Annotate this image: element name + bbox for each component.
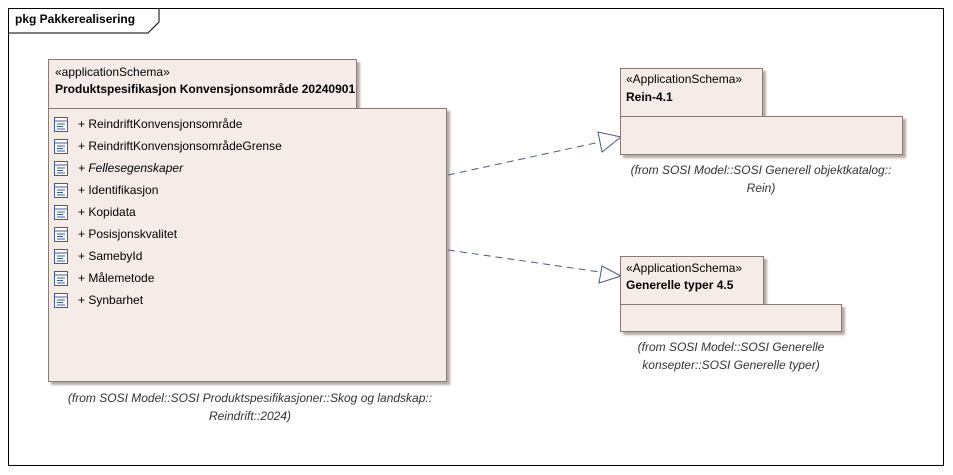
list-item[interactable]: + Målemetode bbox=[54, 267, 282, 289]
generelle-package-name: Generelle typer 4.5 bbox=[626, 278, 734, 292]
main-package-element-list: + ReindriftKonvensjonsområde + Reindrift… bbox=[54, 113, 282, 311]
class-element-icon bbox=[54, 204, 68, 220]
list-item[interactable]: + ReindriftKonvensjonsområdeGrense bbox=[54, 135, 282, 157]
realization-line-generelle bbox=[447, 249, 601, 273]
element-label: + Kopidata bbox=[78, 205, 136, 219]
rein-package-body[interactable] bbox=[620, 116, 903, 155]
rein-package-from-note: (from SOSI Model::SOSI Generell objektka… bbox=[606, 161, 916, 197]
frame-tab bbox=[8, 8, 160, 34]
generelle-package-from-line2: konsepter::SOSI Generelle typer) bbox=[642, 358, 820, 372]
rein-package-stereotype: «ApplicationSchema» bbox=[626, 72, 743, 86]
element-label: + Fellesegenskaper bbox=[78, 161, 184, 175]
generelle-package-tab[interactable] bbox=[620, 256, 764, 305]
main-package-stereotype: «applicationSchema» bbox=[55, 65, 170, 79]
main-package-from-note: (from SOSI Model::SOSI Produktspesifikas… bbox=[30, 389, 470, 425]
list-item[interactable]: + Fellesegenskaper bbox=[54, 157, 282, 179]
rein-package-name: Rein-4.1 bbox=[626, 90, 673, 104]
class-element-icon bbox=[54, 226, 68, 242]
element-label: + ReindriftKonvensjonsområdeGrense bbox=[78, 139, 282, 153]
generelle-package-from-line1: (from SOSI Model::SOSI Generelle bbox=[637, 340, 825, 354]
main-package-body[interactable] bbox=[48, 108, 447, 382]
list-item[interactable]: + Posisjonskvalitet bbox=[54, 223, 282, 245]
list-item[interactable]: + ReindriftKonvensjonsområde bbox=[54, 113, 282, 135]
list-item[interactable]: + Synbarhet bbox=[54, 289, 282, 311]
main-package-from-line1: (from SOSI Model::SOSI Produktspesifikas… bbox=[67, 391, 433, 405]
main-package-name: Produktspesifikasjon Konvensjonsområde 2… bbox=[55, 82, 356, 96]
list-item[interactable]: + Kopidata bbox=[54, 201, 282, 223]
element-label: + ReindriftKonvensjonsområde bbox=[78, 117, 243, 131]
generelle-package-body[interactable] bbox=[620, 304, 842, 332]
rein-package-tab[interactable] bbox=[620, 68, 763, 117]
element-label: + Målemetode bbox=[78, 271, 155, 285]
main-package-from-line2: Reindrift::2024) bbox=[208, 409, 292, 423]
realization-line-rein bbox=[447, 141, 601, 176]
element-label: + Posisjonskvalitet bbox=[78, 227, 178, 241]
class-element-icon bbox=[54, 270, 68, 286]
rein-package-from-line1: (from SOSI Model::SOSI Generell objektka… bbox=[630, 163, 892, 177]
list-item[interactable]: + SamebyId bbox=[54, 245, 282, 267]
list-item[interactable]: + Identifikasjon bbox=[54, 179, 282, 201]
realization-arrowhead-generelle bbox=[598, 265, 623, 284]
realization-arrowhead-rein bbox=[597, 131, 623, 153]
class-element-icon bbox=[54, 160, 68, 176]
class-element-icon bbox=[54, 292, 68, 308]
class-element-icon bbox=[54, 116, 68, 132]
element-label: + SamebyId bbox=[78, 249, 143, 263]
generelle-package-from-note: (from SOSI Model::SOSI Generelle konsept… bbox=[602, 338, 860, 374]
element-label: + Synbarhet bbox=[78, 293, 144, 307]
generelle-package-stereotype: «ApplicationSchema» bbox=[626, 261, 743, 275]
class-element-icon bbox=[54, 138, 68, 154]
frame-title: pkg Pakkerealisering bbox=[15, 12, 136, 26]
diagram-frame bbox=[8, 8, 944, 466]
element-label: + Identifikasjon bbox=[78, 183, 159, 197]
class-element-icon bbox=[54, 182, 68, 198]
rein-package-from-line2: Rein) bbox=[746, 181, 776, 195]
class-element-icon bbox=[54, 248, 68, 264]
